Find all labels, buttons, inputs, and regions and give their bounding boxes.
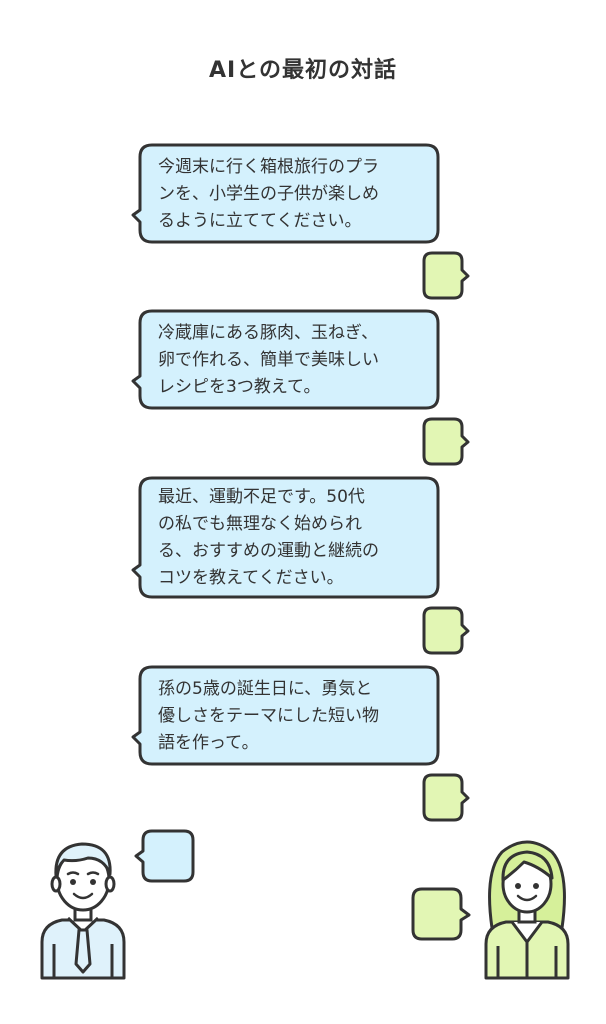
message-text: 冷蔵庫にある豚肉、玉ねぎ、 卵で作れる、簡単で美味しい レシピを3つ教えて。 [158, 323, 379, 397]
page-title: AIとの最初の対話 [209, 58, 397, 83]
bubble-shape [131, 143, 440, 244]
speech-bubble-icon [422, 606, 470, 655]
man-icon [28, 832, 138, 986]
speech-bubble-icon [422, 773, 470, 822]
message-text: 今週末に行く箱根旅行のプラ ンを、小学生の子供が楽しめ るように立ててください。 [158, 157, 379, 231]
bubble-shape [131, 309, 440, 410]
user-speech-bubble [132, 828, 198, 890]
speech-bubble-icon [134, 829, 195, 883]
speech-bubble-icon [422, 251, 470, 300]
speech-bubble-icon [422, 417, 470, 466]
message-text: 孫の5歳の誕生日に、勇気と 優しさをテーマにした短い物 語を作って。 [158, 679, 379, 753]
user-message-bubble: 最近、運動不足です。50代 の私でも無理なく始められ る、おすすめの運動と継続の… [130, 475, 442, 601]
ai-reply-bubble [420, 250, 472, 306]
ai-speech-bubble [408, 886, 474, 948]
woman-icon [472, 832, 582, 986]
ai-reply-bubble [420, 416, 472, 472]
bubble-shape [131, 476, 440, 599]
speech-bubble-icon [411, 887, 471, 941]
ai-reply-bubble [420, 772, 472, 828]
message-text: 最近、運動不足です。50代 の私でも無理なく始められ る、おすすめの運動と継続の… [158, 487, 379, 588]
bubble-shape [131, 665, 440, 766]
user-message-bubble: 冷蔵庫にある豚肉、玉ねぎ、 卵で作れる、簡単で美味しい レシピを3つ教えて。 [130, 308, 442, 412]
user-message-bubble: 孫の5歳の誕生日に、勇気と 優しさをテーマにした短い物 語を作って。 [130, 664, 442, 768]
ai-reply-bubble [420, 605, 472, 661]
user-message-bubble: 今週末に行く箱根旅行のプラ ンを、小学生の子供が楽しめ るように立ててください。 [130, 142, 442, 246]
